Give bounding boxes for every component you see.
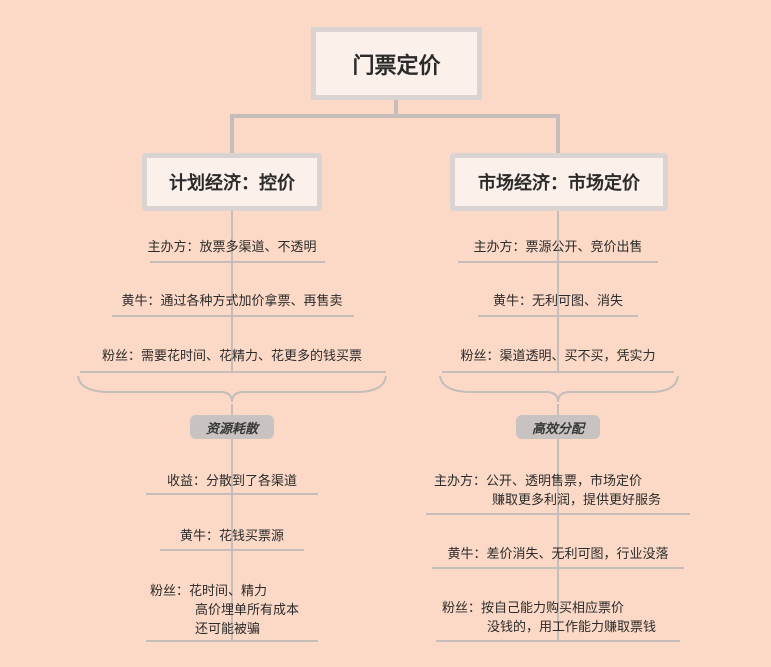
left-item-organizer: 主办方：放票多渠道、不透明 — [147, 240, 317, 255]
right-result-organizer: 主办方：公开、透明售票，市场定价 赚取更多利润，提供更好服务 — [434, 472, 661, 510]
left-summary-tag: 资源耗散 — [190, 415, 274, 439]
right-item-scalper: 黄牛：无利可图、消失 — [492, 294, 624, 309]
right-summary-tag: 高效分配 — [516, 415, 600, 439]
root-title: 门票定价 — [352, 53, 441, 79]
right-branch-title: 市场经济：市场定价 — [478, 173, 640, 194]
right-result-scalper: 黄牛：差价消失、无利可图，行业没落 — [447, 547, 669, 562]
root-connector — [230, 100, 560, 156]
left-result-fan-line-3: 还可能被骗 — [195, 622, 261, 637]
left-brace — [77, 375, 387, 403]
right-branch-node: 市场经济：市场定价 — [450, 153, 668, 211]
right-summary-text: 高效分配 — [531, 421, 584, 437]
left-item-fan: 粉丝：需要花时间、花精力、花更多的钱买票 — [101, 349, 363, 364]
root-node: 门票定价 — [311, 27, 482, 100]
left-summary-text: 资源耗散 — [205, 421, 258, 437]
right-brace — [439, 375, 679, 403]
left-result-fan: 粉丝：花时间、精力 高价埋单所有成本 还可能被骗 — [150, 582, 299, 639]
left-result-fan-line-1: 粉丝：花时间、精力 — [150, 584, 268, 599]
right-result-organizer-line-1: 主办方：公开、透明售票，市场定价 — [434, 474, 643, 489]
left-item-scalper: 黄牛：通过各种方式加价拿票、再售卖 — [121, 294, 343, 309]
left-branch-title: 计划经济：控价 — [169, 173, 295, 194]
right-result-organizer-line-2: 赚取更多利润，提供更好服务 — [492, 493, 662, 508]
right-item-organizer: 主办方：票源公开、竞价出售 — [473, 240, 643, 255]
right-result-fan-line-2: 没钱的，用工作能力赚取票钱 — [487, 620, 657, 635]
left-result-scalper: 黄牛：花钱买票源 — [179, 529, 285, 544]
left-branch-node: 计划经济：控价 — [142, 153, 322, 211]
right-result-fan: 粉丝：按自己能力购买相应票价 没钱的，用工作能力赚取票钱 — [442, 599, 656, 637]
right-item-fan: 粉丝：渠道透明、买不买，凭实力 — [460, 349, 656, 364]
left-result-fan-line-2: 高价埋单所有成本 — [195, 603, 300, 618]
right-result-fan-line-1: 粉丝：按自己能力购买相应票价 — [442, 601, 625, 616]
left-result-organizer: 收益：分散到了各渠道 — [166, 474, 298, 489]
